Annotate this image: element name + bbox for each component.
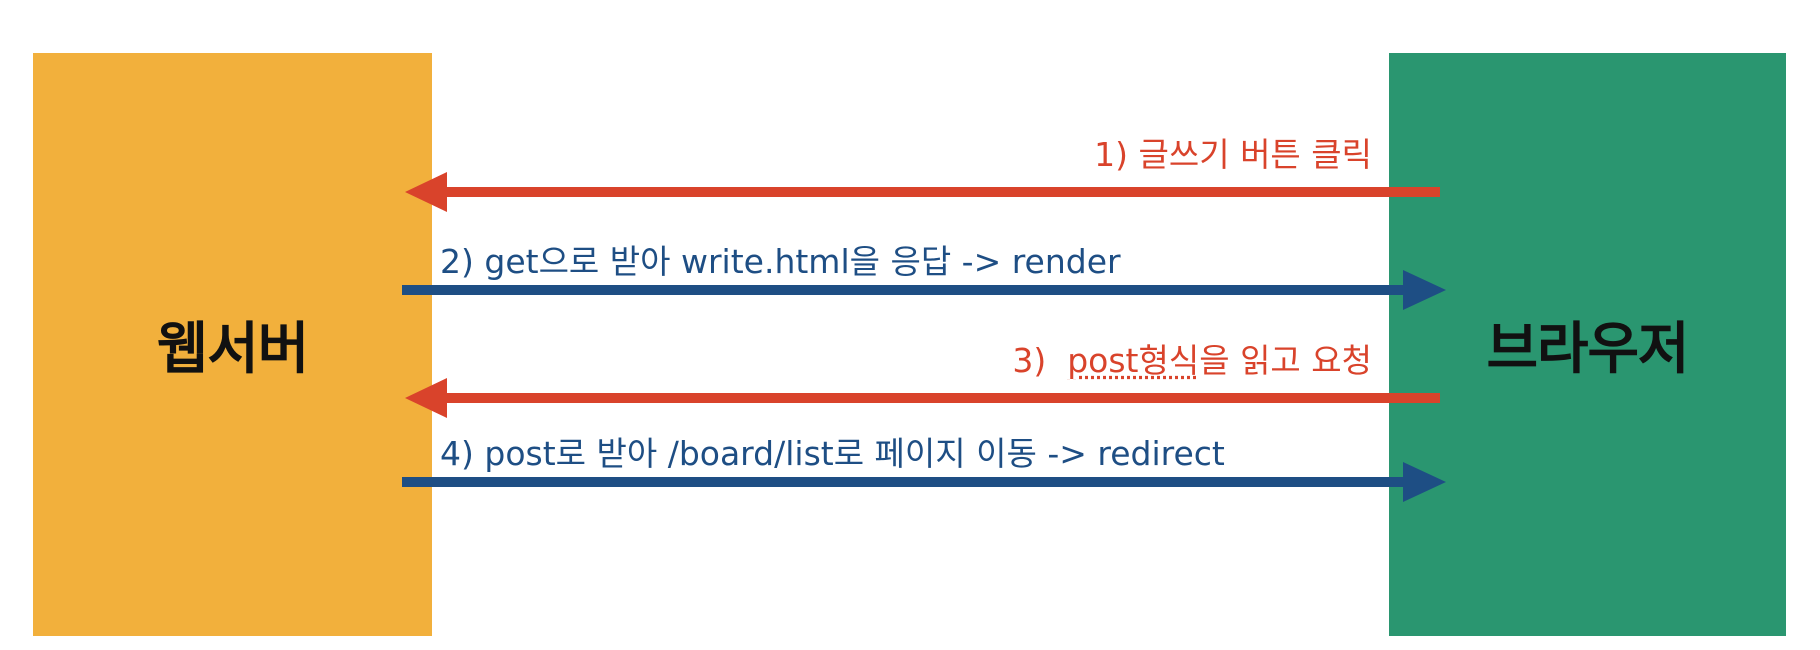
message-2-label: 2) get으로 받아 write.html을 응답 -> render <box>440 245 1121 278</box>
message-1-text: 글쓰기 버튼 클릭 <box>1138 135 1373 174</box>
message-2-text: get으로 받아 write.html을 응답 -> render <box>484 242 1121 281</box>
message-3-step: 3) <box>1012 341 1047 380</box>
arrow-4-redirect <box>402 462 1446 502</box>
browser-label: 브라우저 <box>1486 317 1689 382</box>
message-1-label: 1) 글쓰기 버튼 클릭 <box>1094 138 1372 171</box>
browser-box: 브라우저 <box>1389 53 1786 636</box>
web-server-label: 웹서버 <box>156 317 310 382</box>
message-4-step: 4) <box>440 434 474 473</box>
message-1-step: 1) <box>1094 135 1128 174</box>
message-2-step: 2) <box>440 242 474 281</box>
message-3-emphasis: post형식 <box>1067 341 1200 380</box>
message-3-text: 을 읽고 요청 <box>1199 341 1372 380</box>
message-3-label: 3) post형식을 읽고 요청 <box>1012 344 1372 377</box>
arrow-1-click-write <box>405 172 1440 212</box>
message-4-label: 4) post로 받아 /board/list로 페이지 이동 -> redir… <box>440 437 1225 470</box>
web-server-box: 웹서버 <box>33 53 432 636</box>
arrow-3-post-request <box>405 378 1440 418</box>
arrow-2-render <box>402 270 1446 310</box>
message-4-text: post로 받아 /board/list로 페이지 이동 -> redirect <box>484 434 1225 473</box>
